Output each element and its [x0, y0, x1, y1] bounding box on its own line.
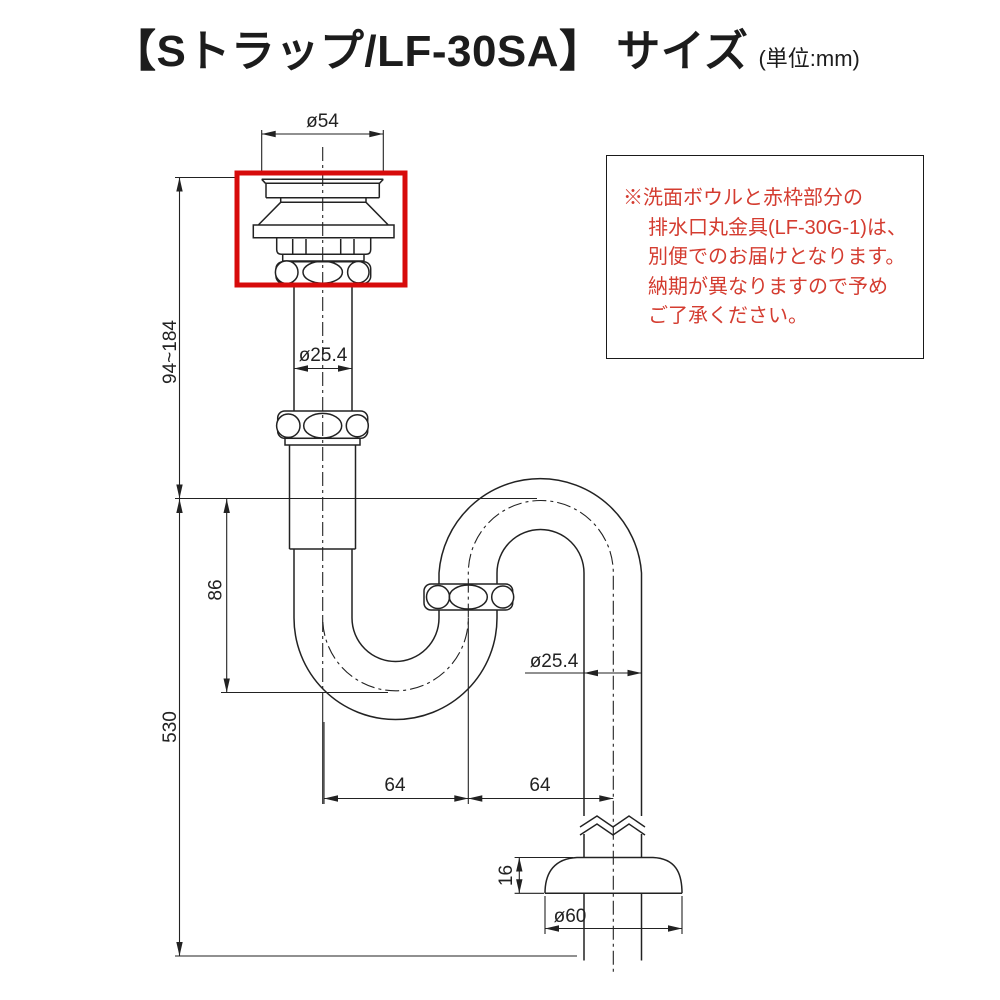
- break-zigzag-lower: [579, 823, 646, 836]
- label-total-height: 530: [160, 711, 181, 743]
- trap-centerline: [322, 147, 614, 972]
- label-height-range: 94~184: [160, 320, 181, 384]
- wing-nut-right-lobe: [346, 260, 370, 284]
- pipe-break-symbol: [579, 815, 646, 836]
- label-pipe-right: ø25.4: [530, 651, 579, 672]
- riser-coupling-nut: [423, 583, 515, 611]
- title-unit: (単位:mm): [758, 46, 860, 71]
- dim-flange-height-lines: [514, 856, 573, 894]
- riser-coupling-right-lobe: [490, 585, 515, 609]
- red-highlight-box: [234, 170, 408, 288]
- page-title: 【Sトラップ/LF-30SA】 サイズ (単位:mm): [112, 15, 860, 79]
- note-line: 納期が異なりますので予め: [648, 275, 888, 298]
- flange-dome: [544, 856, 683, 895]
- dim-total-height-lines: [175, 498, 577, 957]
- upper-coupling-left-lobe: [275, 413, 301, 439]
- label-offset-right: 64: [529, 775, 551, 796]
- fitting-outline: [252, 178, 395, 262]
- dim-flange-diameter-lines: [544, 896, 683, 934]
- dim-top-diameter-lines: [261, 130, 384, 172]
- note-line: ※洗面ボウルと赤枠部分の: [623, 187, 863, 209]
- label-top-diameter: ø54: [306, 111, 339, 132]
- title-text: 【Sトラップ/LF-30SA】 サイズ: [112, 27, 749, 76]
- note-line: 別便でのお届けとなります。: [648, 246, 906, 268]
- label-pipe-upper: ø25.4: [299, 345, 348, 366]
- note-box: ※洗面ボウルと赤枠部分の 排水口丸金具(LF-30G-1)は、 別便でのお届けと…: [606, 155, 924, 359]
- break-zigzag-upper: [579, 815, 646, 828]
- dim-trap-depth-lines: [221, 499, 388, 694]
- drain-fitting: [252, 178, 395, 285]
- dimension-lines: [175, 130, 683, 957]
- label-trap-depth: 86: [206, 579, 227, 600]
- left-pipe-walls: [293, 283, 353, 411]
- wall-flange: [544, 856, 683, 895]
- upper-coupling-right-lobe: [345, 413, 370, 438]
- note-line: 排水口丸金具(LF-30G-1)は、: [648, 216, 907, 239]
- riser-coupling-left-lobe: [425, 584, 451, 610]
- label-offset-left: 64: [384, 775, 406, 796]
- note-line: ご了承ください。: [648, 305, 808, 327]
- centerlines: [322, 147, 614, 972]
- dim-height-range-lines: [175, 176, 237, 499]
- dimension-labels: ø54 94~184 ø25.4 86 530 64 64 ø25.4 16 ø…: [160, 111, 586, 927]
- label-flange-height: 16: [496, 865, 517, 886]
- label-flange-diameter: ø60: [554, 906, 587, 927]
- wing-nut-left-lobe: [274, 260, 299, 285]
- trap-pipes: [288, 283, 643, 961]
